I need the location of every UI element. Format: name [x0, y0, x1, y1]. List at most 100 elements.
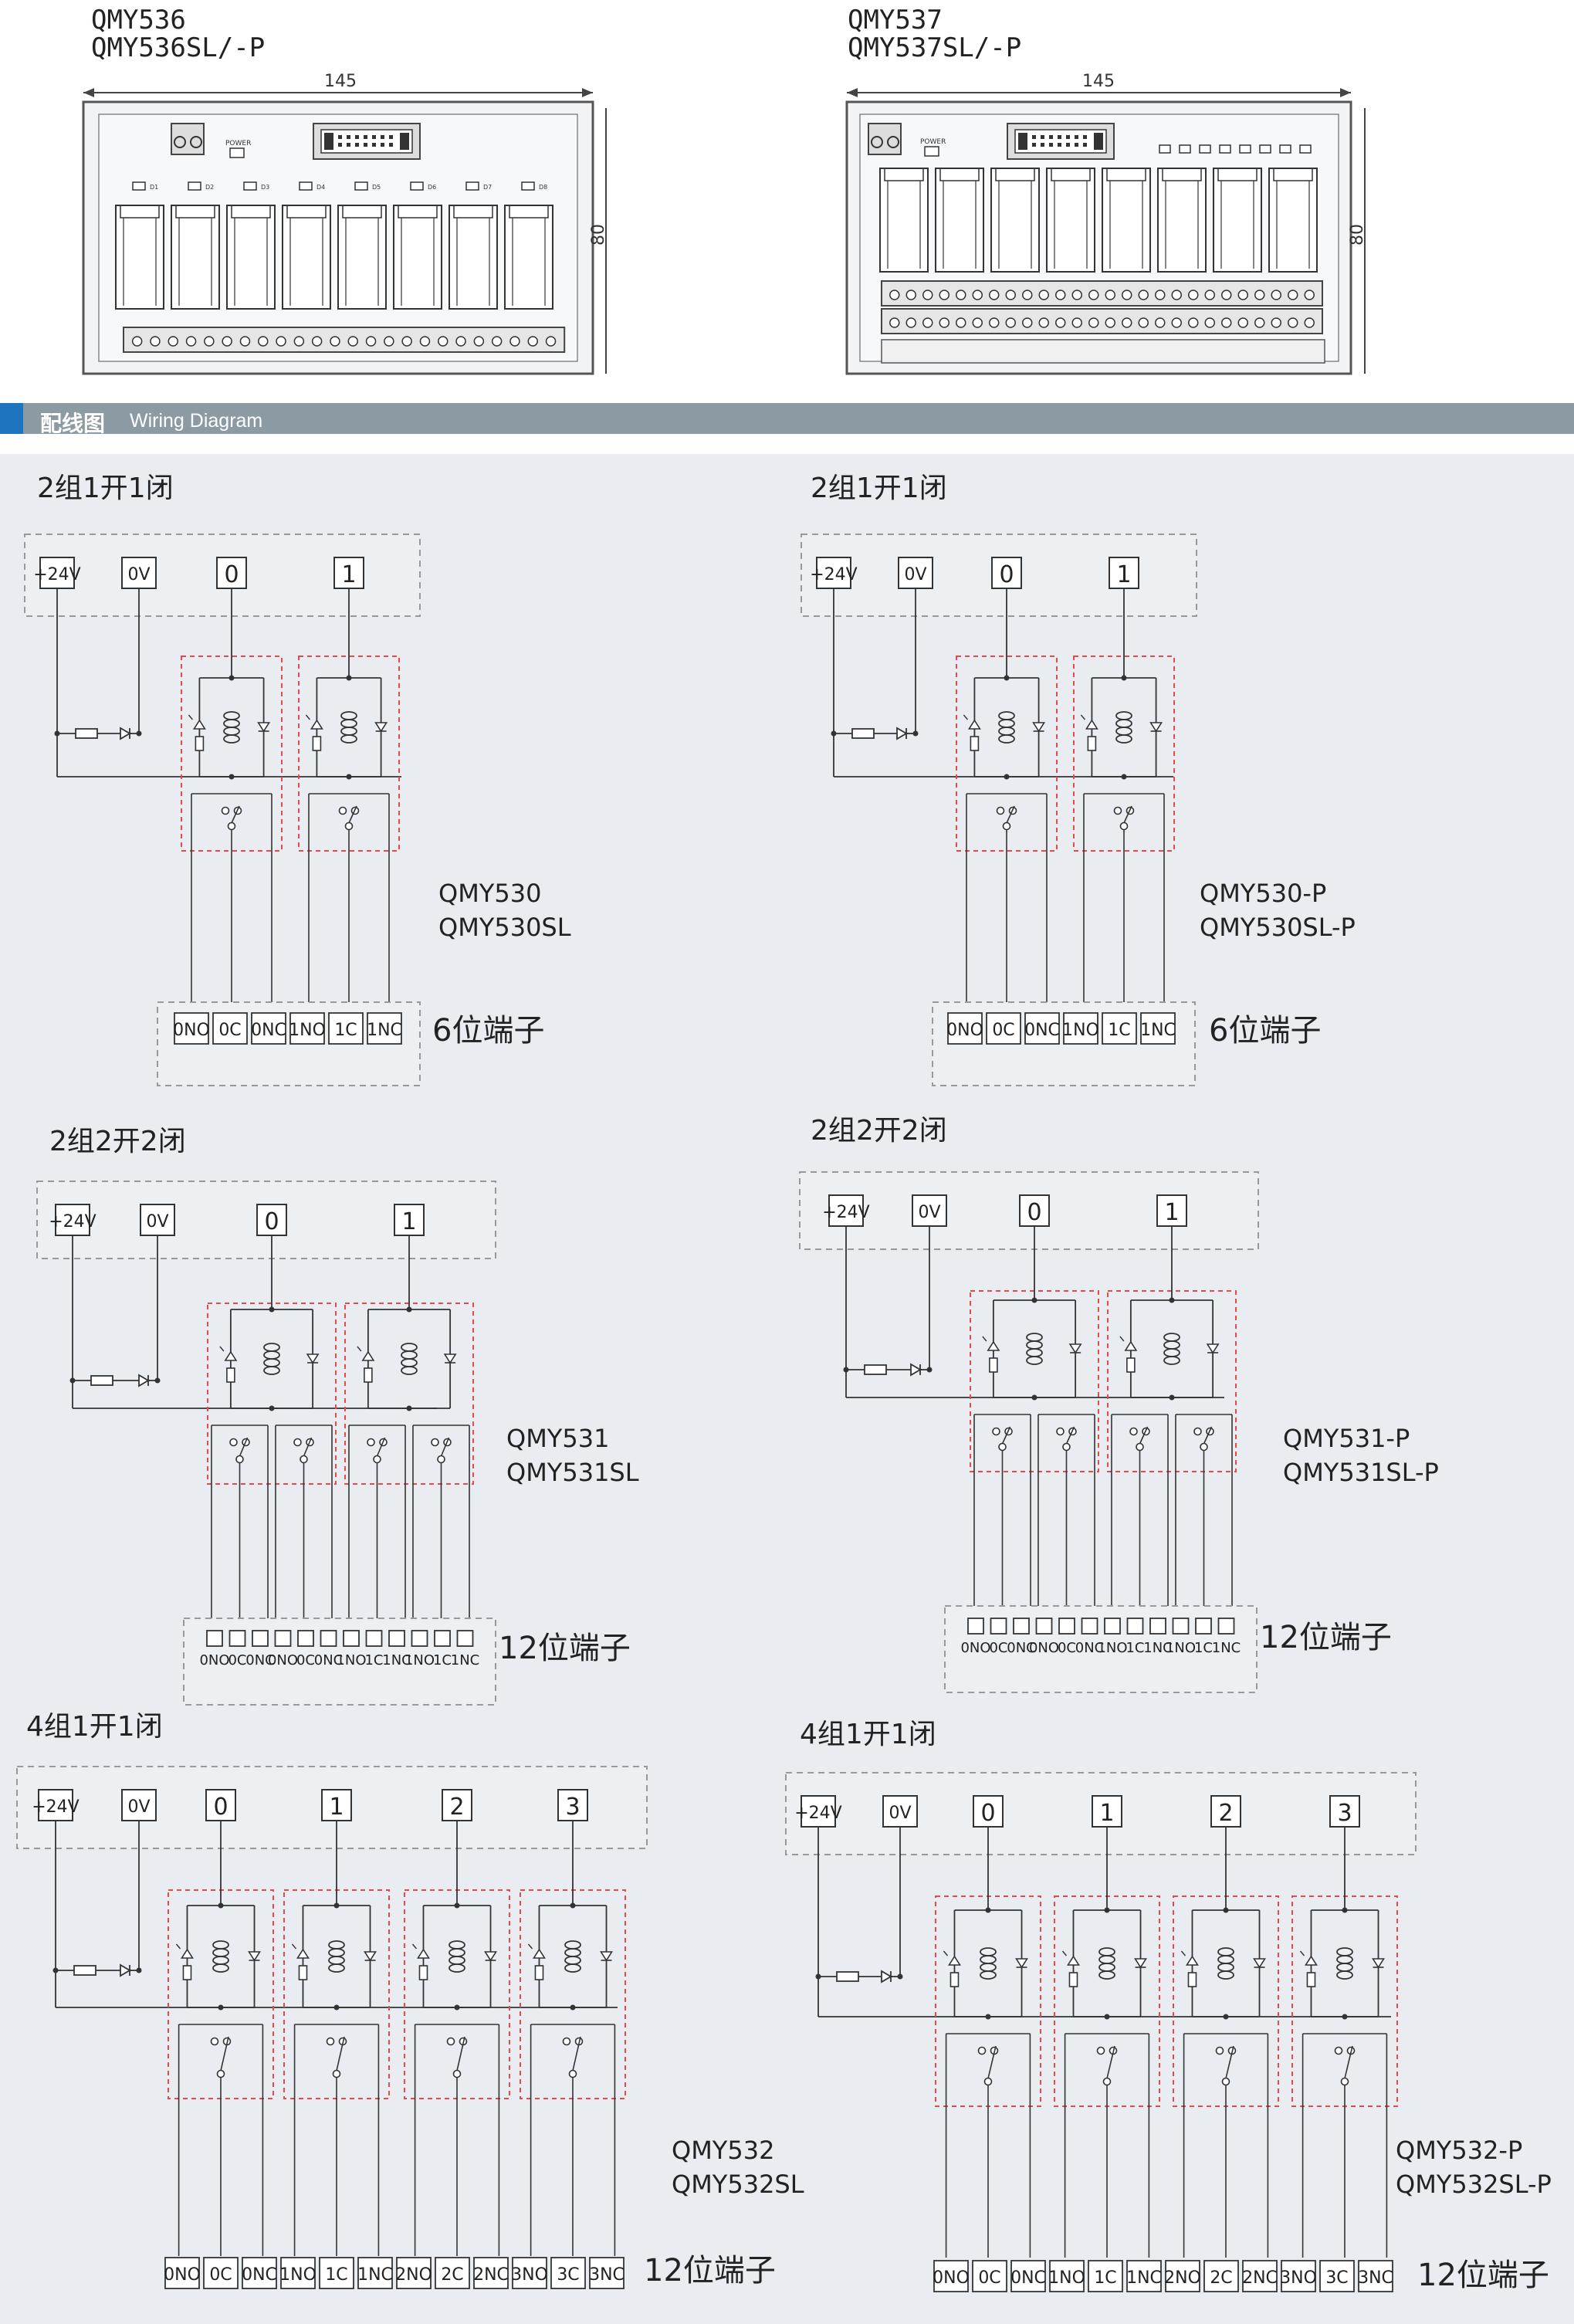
- terminal-screw: [293, 336, 305, 347]
- idc-pin: [372, 135, 376, 139]
- terminal-screw: [1122, 290, 1132, 300]
- relay-dashed-box: [935, 1895, 1041, 2107]
- led-resistor: [1087, 736, 1097, 751]
- contact-common: [1062, 1442, 1071, 1452]
- idc-pin: [338, 135, 342, 139]
- led-indicator: [410, 181, 424, 191]
- led-ray: [1080, 714, 1085, 720]
- relay-body: [1268, 168, 1318, 273]
- terminal-box: [967, 1618, 984, 1635]
- channel-label: 1: [341, 561, 356, 588]
- terminal-screw: [1055, 290, 1066, 300]
- contact-no: [1113, 806, 1122, 815]
- contact-no: [229, 1438, 238, 1447]
- terminal-box: [1217, 1618, 1235, 1635]
- contact-arm: [348, 805, 357, 824]
- terminal-label: 2NC: [473, 2265, 509, 2285]
- channel-label: 3: [565, 1794, 580, 1821]
- terminal-label: 3NO: [511, 2265, 548, 2285]
- terminal-label: 0C: [209, 2265, 232, 2285]
- contact-arm: [456, 2036, 465, 2072]
- led-label: D4: [316, 184, 325, 191]
- terminal-screw: [1138, 290, 1149, 300]
- led-resistor: [226, 1367, 235, 1383]
- contact-common: [1136, 1442, 1144, 1452]
- terminal-box: [1319, 2260, 1355, 2292]
- terminal-box: [1063, 1012, 1098, 1045]
- terminal-box: [1140, 1012, 1176, 1045]
- led-resistor: [418, 1965, 428, 1980]
- terminal-box: [203, 2257, 239, 2289]
- terminal-label: 1C: [1108, 1021, 1130, 1040]
- indicator-resistor: [90, 1375, 113, 1386]
- status-led: [533, 1948, 546, 1959]
- terminal-screw: [1288, 317, 1298, 328]
- terminal-screw: [1171, 290, 1182, 300]
- relay-dashed-box: [520, 1889, 626, 2099]
- led-resistor: [989, 1357, 998, 1373]
- junction-dot: [228, 774, 235, 780]
- terminal-screw: [1105, 290, 1115, 300]
- terminal-label: 0NO: [960, 1640, 990, 1656]
- terminal-screw: [1188, 290, 1199, 300]
- junction-dot: [843, 1367, 849, 1373]
- channel-input-box: [394, 1204, 425, 1236]
- terminal-box: [357, 2257, 393, 2289]
- terminal-label: 1NO: [279, 2265, 316, 2285]
- terminal-screw: [473, 336, 485, 347]
- relay-body: [282, 205, 331, 310]
- terminal-screw: [989, 290, 1000, 300]
- channel-input-box: [1092, 1795, 1122, 1828]
- junction-dot: [1121, 774, 1127, 780]
- flyback-diode: [443, 1353, 457, 1364]
- relay-1: [1107, 1226, 1237, 1618]
- led-resistor: [970, 736, 980, 751]
- terminal-label: 0NC: [1075, 1640, 1105, 1656]
- terminal-box: [320, 1630, 337, 1647]
- terminal-box: [1149, 1618, 1166, 1635]
- model-name-right: QMY537: [848, 5, 943, 36]
- terminal-label: 0NO: [933, 2268, 970, 2288]
- supply-0v-label: 0V: [918, 1203, 940, 1222]
- led-resistor: [534, 1965, 544, 1980]
- contact-common: [235, 1455, 244, 1464]
- led-resistor: [298, 1965, 308, 1980]
- idc-pin: [1075, 135, 1078, 139]
- terminal-count-label: 12位端子: [644, 2253, 776, 2288]
- terminal-box: [252, 1630, 269, 1647]
- flyback-diode: [364, 1951, 377, 1962]
- channel-input-box: [442, 1789, 472, 1821]
- relay-body: [393, 205, 442, 310]
- contact-arm: [1225, 2045, 1234, 2079]
- terminal-label: 0NC: [1010, 2268, 1046, 2288]
- terminal-label: 1NC: [357, 2265, 393, 2285]
- terminal-screw: [1288, 290, 1298, 300]
- idc-pin: [364, 135, 367, 139]
- led-resistor: [1126, 1357, 1136, 1373]
- terminal-label: 0NC: [251, 1021, 286, 1040]
- terminal-box: [550, 2257, 586, 2289]
- led-indicator: [1279, 144, 1291, 154]
- terminal-label: 0C: [978, 2268, 1000, 2288]
- terminal-label: 0NO: [1029, 1640, 1059, 1656]
- junction-dot: [926, 1367, 933, 1373]
- flyback-diode: [306, 1353, 320, 1364]
- terminal-label: 1NC: [451, 1652, 480, 1668]
- terminal-box: [990, 1618, 1007, 1635]
- relay-0: [956, 588, 1058, 1004]
- junction-dot: [570, 2004, 576, 2011]
- terminal-screw: [1122, 317, 1132, 328]
- right-module-drawing: 145 80 POWER: [845, 72, 1367, 375]
- junction-dot: [831, 730, 837, 737]
- contact-arm: [303, 1437, 313, 1457]
- junction-dot: [136, 1967, 142, 1973]
- supply-0v-label: 0V: [146, 1212, 168, 1231]
- terminal-box: [1035, 1618, 1053, 1635]
- relay-top: [175, 205, 215, 219]
- terminal-label: 1NO: [1166, 1640, 1196, 1656]
- flyback-diode: [257, 722, 271, 733]
- supply-0v-label: 0V: [904, 565, 926, 584]
- led-ray: [1061, 1950, 1068, 1956]
